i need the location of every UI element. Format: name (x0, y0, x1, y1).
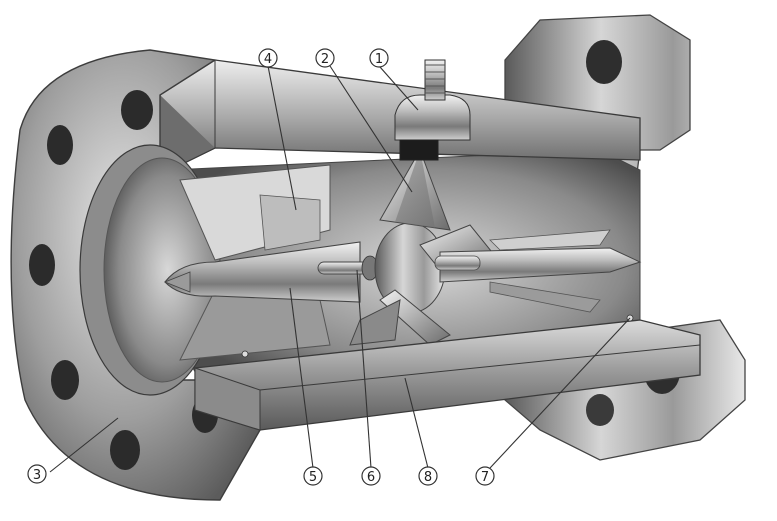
callout-3: 3 (27, 464, 47, 484)
rear-hub (434, 229, 642, 313)
callout-2-label: 2 (321, 52, 329, 67)
signal-pickup-sensor (394, 59, 471, 161)
bolt-hole (586, 394, 614, 426)
callout-2: 2 (315, 48, 335, 68)
callout-5-label: 5 (309, 470, 317, 485)
callout-6-label: 6 (367, 470, 375, 485)
callout-1-label: 1 (375, 52, 383, 67)
leader-lines (49, 65, 631, 473)
callout-8-label: 8 (424, 470, 432, 485)
bolt-hole (51, 360, 79, 400)
callout-3-label: 3 (33, 468, 41, 483)
hub-assembly (163, 241, 379, 303)
bolt-hole (29, 244, 55, 286)
callout-7: 7 (475, 466, 495, 486)
callout-5: 5 (303, 466, 323, 486)
callout-7-label: 7 (481, 470, 489, 485)
rotor-blade (349, 299, 401, 346)
callout-8: 8 (418, 466, 438, 486)
callout-6: 6 (361, 466, 381, 486)
lower-body-wall (194, 314, 701, 431)
bolt-hole (121, 90, 153, 130)
bolt-hole (586, 40, 622, 84)
callout-4: 4 (258, 48, 278, 68)
callout-4-label: 4 (264, 52, 272, 67)
bolt-hole (47, 125, 73, 165)
bolt-hole (110, 430, 140, 470)
callout-1: 1 (369, 48, 389, 68)
